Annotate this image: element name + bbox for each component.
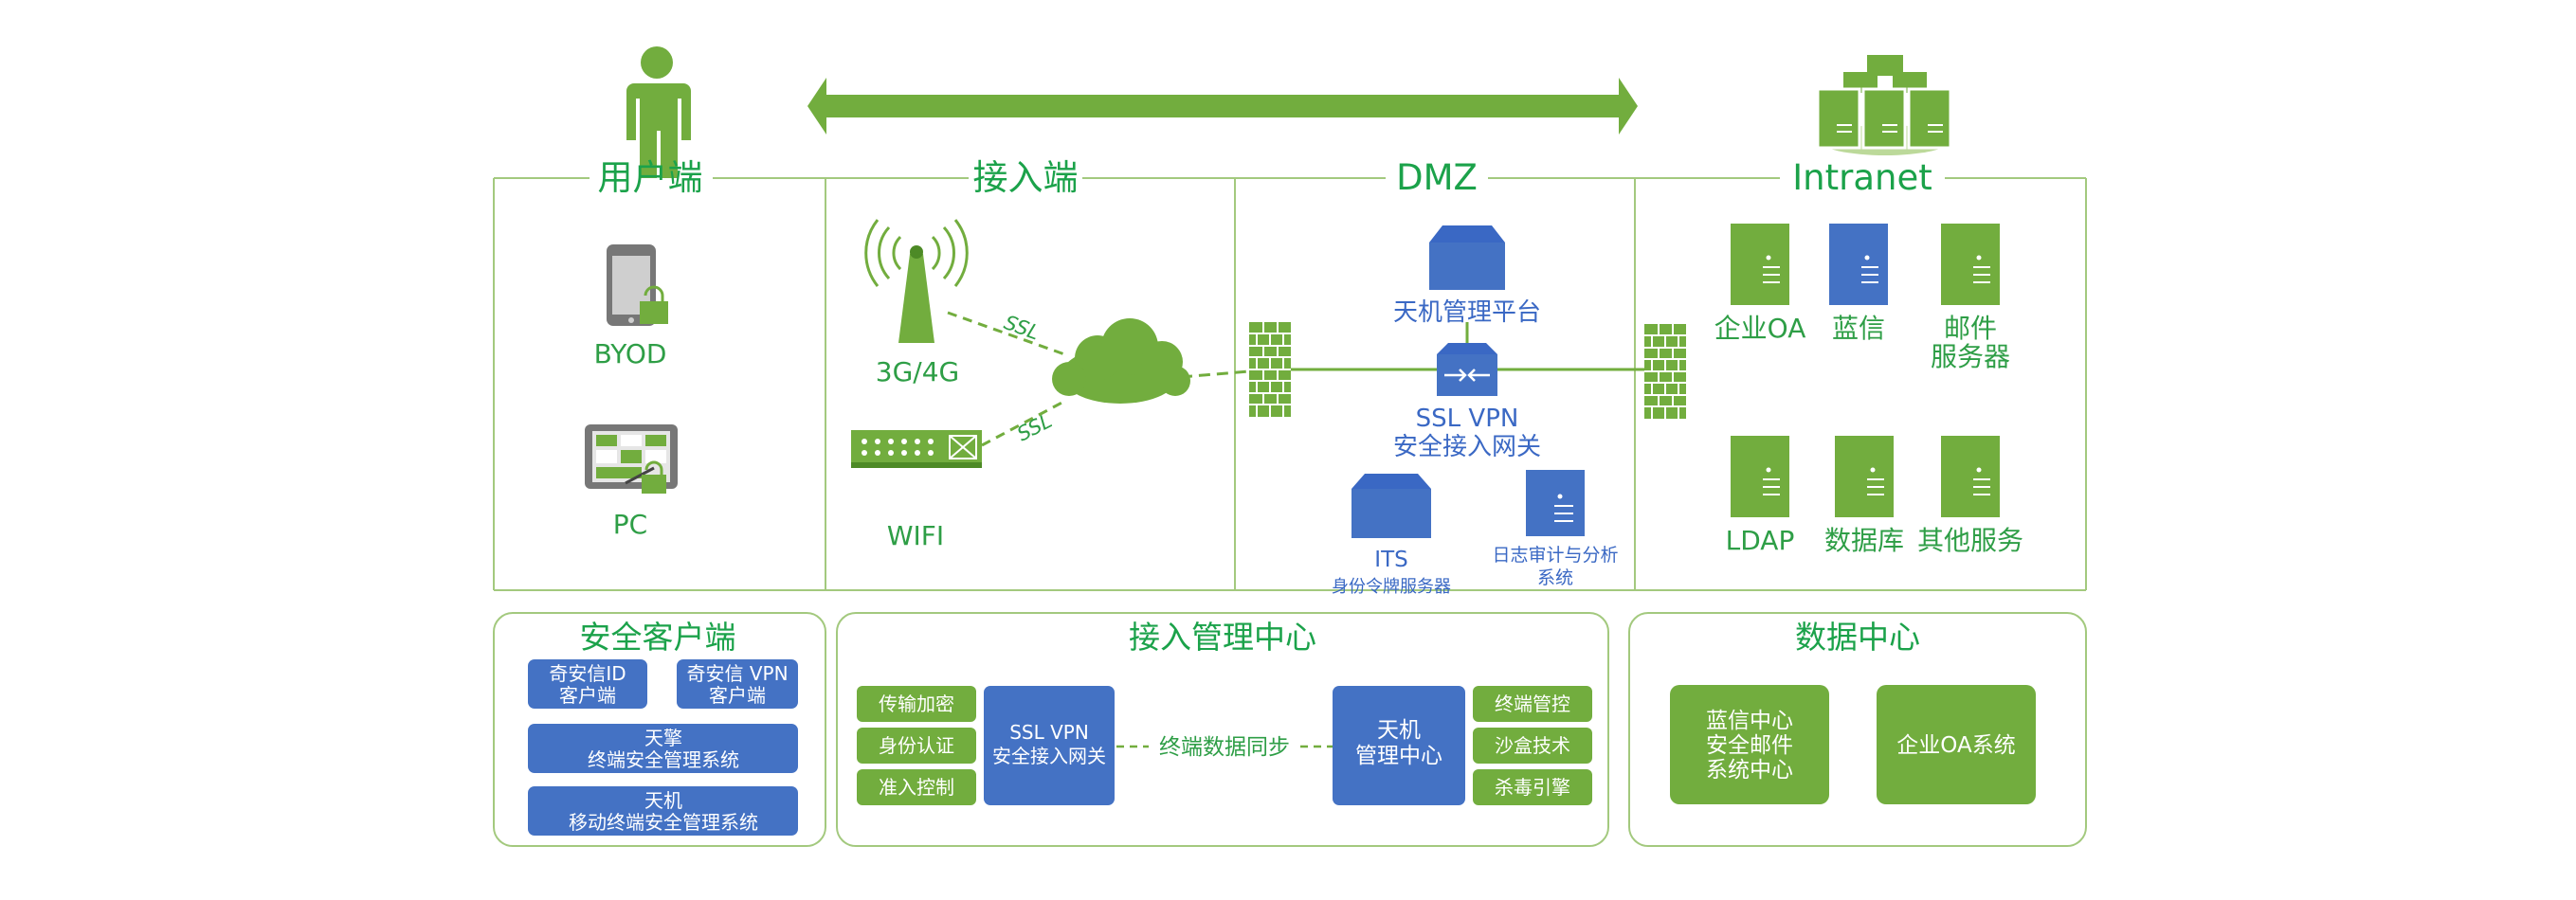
lanxin-mail-center-box: 蓝信中心 安全邮件 系统中心 [1670, 685, 1829, 804]
ctrl-sandbox: 沙盒技术 [1473, 728, 1592, 764]
tianqing-system-box: 天擎 终端安全管理系统 [528, 724, 798, 773]
center-line1: 天机 [1377, 718, 1421, 743]
qax-vpn-client-box: 奇安信 VPN 客户端 [677, 659, 798, 709]
svg-text:传输加密: 传输加密 [879, 693, 954, 715]
its-label-line1: ITS [1374, 548, 1407, 572]
user-person-icon [626, 46, 691, 178]
firewall-right-icon [1643, 323, 1687, 420]
ldap-label: LDAP [1726, 525, 1795, 556]
other-services-server-icon [1940, 435, 2001, 518]
dc-box1-line3: 系统中心 [1706, 758, 1793, 783]
tianji-line2: 移动终端安全管理系统 [569, 811, 758, 834]
svg-text:准入控制: 准入控制 [879, 776, 954, 799]
ssl-label-top: SSL [1001, 311, 1043, 344]
audit-label-line1: 日志审计与分析 [1492, 545, 1618, 566]
cell-tower-icon [864, 219, 969, 343]
svg-text:杀毒引擎: 杀毒引擎 [1495, 776, 1570, 799]
gateway-label-line1: SSL VPN [1416, 405, 1519, 433]
lanxin-label: 蓝信 [1832, 313, 1885, 344]
cloud-icon [1052, 318, 1190, 404]
vpn-gateway-icon [1437, 343, 1497, 396]
access-mgmt-panel [836, 612, 1609, 847]
ssl-link-bottom [981, 398, 1068, 447]
tianji-mobile-system-box: 天机 移动终端安全管理系统 [528, 786, 798, 836]
data-center-panel [1628, 612, 2087, 847]
sync-label: 终端数据同步 [1159, 735, 1290, 760]
ssl-link-top [947, 311, 1068, 357]
oa-system-box: 企业OA系统 [1877, 685, 2036, 804]
firewall-left-icon [1248, 321, 1292, 418]
wifi-router-icon [851, 430, 982, 468]
pc-tablet-lock-icon [585, 424, 678, 494]
zone-frame [493, 177, 2087, 591]
zone-title-user: 用户端 [598, 157, 703, 198]
wifi-label: WIFI [887, 520, 944, 551]
data-center-panel-title: 数据中心 [1795, 619, 1920, 656]
lanxin-server-icon [1828, 223, 1889, 306]
mail-server-icon [1940, 223, 2001, 306]
vpn-box-line1: SSL VPN [1009, 721, 1089, 744]
svg-text:身份认证: 身份认证 [879, 734, 954, 757]
qax-id-client-box: 奇安信ID 客户端 [528, 659, 647, 709]
ctrl-terminal-control: 终端管控 [1473, 686, 1592, 722]
audit-server-icon [1526, 470, 1585, 536]
ctrl-antivirus-engine: 杀毒引擎 [1473, 769, 1592, 805]
dc-box1-line1: 蓝信中心 [1706, 709, 1793, 733]
center-line2: 管理中心 [1355, 744, 1442, 768]
audit-label-line2: 系统 [1537, 567, 1573, 588]
tianji-center-box: 天机 管理中心 [1333, 686, 1465, 805]
client-panel [493, 612, 826, 847]
its-server-icon [1351, 474, 1431, 538]
zone-title-dmz: DMZ [1396, 157, 1478, 198]
other-services-label: 其他服务 [1917, 525, 2023, 556]
zone-title-intranet: Intranet [1792, 157, 1932, 198]
byod-label: BYOD [594, 338, 667, 369]
svg-text:企业OA系统: 企业OA系统 [1896, 733, 2015, 758]
svg-text:终端管控: 终端管控 [1495, 693, 1570, 715]
vpn-box-line2: 安全接入网关 [992, 745, 1106, 767]
mobile-phone-lock-icon [607, 244, 668, 326]
ssl-label-bottom: SSL [1013, 409, 1055, 445]
ldap-server-icon [1730, 435, 1790, 518]
pc-label: PC [613, 509, 647, 540]
qax-vpn-line1: 奇安信 VPN [686, 662, 788, 685]
svg-text:沙盒技术: 沙盒技术 [1495, 734, 1570, 757]
tianqing-line2: 终端安全管理系统 [588, 748, 739, 771]
its-label-line2: 身份令牌服务器 [1332, 577, 1451, 597]
server-cluster-icon [1816, 55, 1952, 155]
platform-label: 天机管理平台 [1393, 298, 1541, 327]
oa-server-icon [1730, 223, 1790, 306]
cellular-label: 3G/4G [876, 356, 959, 387]
qax-id-line1: 奇安信ID [549, 662, 626, 685]
client-panel-title: 安全客户端 [580, 619, 736, 656]
cloud-to-firewall-link [1180, 369, 1250, 379]
mail-label-line1: 邮件 [1944, 313, 1997, 344]
zone-title-access: 接入端 [973, 157, 1079, 198]
access-mgmt-panel-title: 接入管理中心 [1129, 619, 1316, 656]
qax-id-line2: 客户端 [559, 684, 616, 707]
database-server-icon [1834, 435, 1895, 518]
double-arrow-icon [807, 78, 1638, 135]
management-platform-icon [1429, 225, 1505, 290]
feature-admission-control: 准入控制 [857, 769, 976, 805]
qax-vpn-line2: 客户端 [709, 684, 766, 707]
mail-label-line2: 服务器 [1931, 341, 2010, 372]
tianqing-line1: 天擎 [644, 727, 682, 749]
feature-identity-auth: 身份认证 [857, 728, 976, 764]
tianji-line1: 天机 [644, 789, 682, 812]
dc-box1-line2: 安全邮件 [1706, 733, 1793, 758]
oa-label: 企业OA [1714, 313, 1806, 344]
gateway-label-line2: 安全接入网关 [1393, 433, 1541, 461]
vpn-gateway-box: SSL VPN 安全接入网关 [984, 686, 1115, 805]
database-label: 数据库 [1824, 525, 1904, 556]
feature-transport-encryption: 传输加密 [857, 686, 976, 722]
